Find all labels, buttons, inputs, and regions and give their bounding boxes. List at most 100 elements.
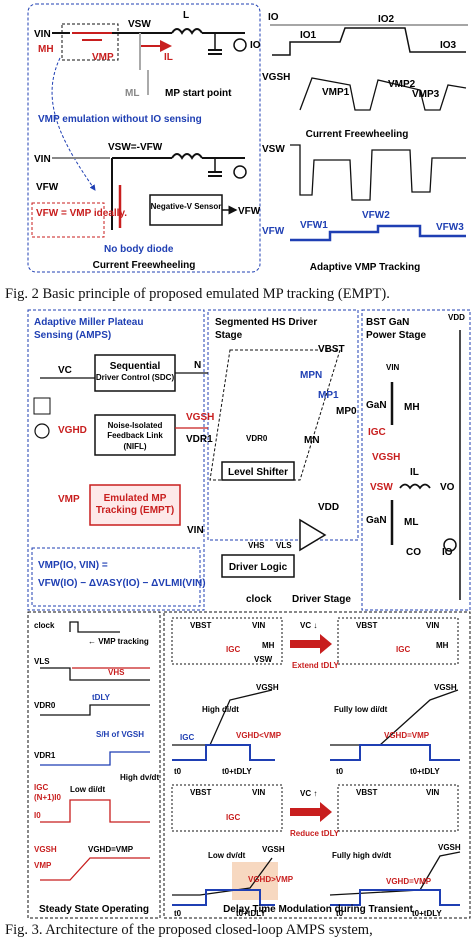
bst-title-1: BST GaN (366, 317, 409, 328)
ml-label-3: ML (404, 517, 418, 528)
n-label: N (194, 360, 201, 371)
tr-vbst-4: VBST (356, 788, 377, 797)
io-label-3: IO (442, 547, 453, 558)
transient-title: Delay Time Modulation during Transient (223, 904, 414, 915)
equation-line-1: VMP(IO, VIN) = (38, 560, 108, 571)
driver-logic-label: Driver Logic (229, 562, 288, 573)
emulation-note: VMP emulation without IO sensing (38, 114, 202, 125)
arrow-right-icon-2 (290, 802, 332, 822)
tr-vghd-gt: VGHD>VMP (248, 875, 294, 884)
summer-icon (34, 423, 50, 439)
tr-high-didt: High di/dt (202, 705, 239, 714)
vfw-label: VFW (36, 182, 59, 193)
tr-igc-3: IGC (180, 733, 194, 742)
vin-label-3: VIN (187, 525, 204, 536)
t-vdr1-label: VDR1 (34, 751, 56, 760)
transient-frame (163, 611, 471, 919)
t-vhs-label: VHS (108, 668, 125, 677)
buffer-icon (299, 518, 327, 552)
tr-vc-up: VC ↑ (300, 789, 317, 798)
vsw-label-3: VSW (370, 482, 393, 493)
driver-stage-label: Driver Stage (292, 594, 351, 605)
empt-block (89, 484, 181, 526)
vfw2-label: VFW2 (362, 210, 390, 221)
segmented-driver (209, 349, 341, 481)
timing-title: Steady State Operating (39, 904, 149, 915)
tr-t0dly-2: t0+tDLY (410, 767, 440, 776)
tr-t0dly-1: t0+tDLY (222, 767, 252, 776)
driver-box-1 (171, 617, 283, 665)
tr-vghd-eq-1: VGHD=VMP (384, 731, 430, 740)
igc-label: IGC (368, 427, 386, 438)
t-low-label: Low di/dt (70, 785, 105, 794)
vls-label: VLS (276, 541, 292, 550)
negative-v-sensor-box (149, 194, 223, 226)
transient-lower: VBST VIN IGC VC ↑ Reduce tDLY VBST VIN L… (171, 784, 461, 918)
empt-label-1: Emulated MP (104, 493, 167, 504)
tr-igc-2: IGC (396, 645, 410, 654)
sdc-block (94, 354, 176, 392)
fig2-caption: Fig. 2 Basic principle of proposed emula… (5, 286, 390, 302)
fig2: VIN MH VMP VSW L IL IO ML MP start point… (5, 3, 468, 302)
vmp3-label: VMP3 (412, 89, 440, 100)
transient-upper: VBST VIN IGC MH VSW VC ↓ Extend tDLY VBS… (171, 617, 460, 776)
tr-reduce: Reduce tDLY (290, 829, 340, 838)
vdr0-label: VDR0 (246, 434, 268, 443)
vfw1-label: VFW1 (300, 220, 328, 231)
nifl-label-3: (NIFL) (123, 442, 146, 451)
tr-vbst-2: VBST (356, 621, 377, 630)
tr-low-dvdt: Low dv/dt (208, 851, 246, 860)
vgsh-label-3: VGSH (186, 412, 214, 423)
vsw-eq-label: VSW=-VFW (108, 142, 163, 153)
tr-t0-3: t0 (174, 909, 182, 918)
tr-mh-2: MH (436, 641, 449, 650)
level-shifter-block (221, 461, 295, 481)
tr-vin-4: VIN (426, 788, 440, 797)
arrow-right-icon (290, 634, 332, 654)
tr-vin-3: VIN (252, 788, 266, 797)
vin-label: VIN (34, 29, 51, 40)
mh-label: MH (38, 44, 54, 55)
hs-title-2: Stage (215, 330, 243, 341)
empt-label-2: Tracking (EMPT) (96, 505, 174, 516)
ideal-label: VFW = VMP ideally. (36, 208, 127, 219)
bst-frame (361, 309, 471, 611)
t-sh-label: S/H of VGSH (96, 730, 144, 739)
tr-vbst-1: VBST (190, 621, 211, 630)
vmp-label: VMP (92, 52, 114, 63)
equation-line-2: VFW(IO) − ΔVASY(IO) − ΔVLMI(VIN) (38, 578, 206, 589)
sensor-label: Negative-V Sensor (151, 202, 222, 211)
fig2-waveforms-top: IO IO1 IO2 IO3 VGSH VMP1 VMP2 VMP3 Curre… (262, 12, 468, 140)
start-point-label: MP start point (165, 88, 232, 99)
vhs-label: VHS (248, 541, 265, 550)
fig2-wave-title-bottom: Adaptive VMP Tracking (310, 262, 420, 273)
t-vls-label: VLS (34, 657, 50, 666)
t-igc-label: IGC (34, 783, 48, 792)
tr-t0dly-4: t0+tDLY (412, 909, 442, 918)
sdc-label-1: Sequential (110, 361, 161, 372)
gan1-label: GaN (366, 400, 387, 411)
co-label: CO (406, 547, 421, 558)
vfw3-label: VFW3 (436, 222, 464, 233)
t-vghd-eq-label: VGHD=VMP (88, 845, 134, 854)
driver-logic-block (221, 554, 295, 578)
tr-vghd-eq-2: VGHD=VMP (386, 877, 432, 886)
amps-title-1: Adaptive Miller Plateau (34, 317, 143, 328)
t-clock-label: clock (34, 621, 55, 630)
vfw-out-label: VFW (238, 206, 261, 217)
tr-extend: Extend tDLY (292, 661, 339, 670)
vmp-label-3: VMP (58, 494, 80, 505)
t-n1-label: (N+1)I0 (34, 793, 61, 802)
il-label-3: IL (410, 467, 419, 478)
nifl-block (94, 414, 176, 456)
vsw-label: VSW (128, 19, 151, 30)
t-i0-label: I0 (34, 811, 41, 820)
tr-vgsh-4: VGSH (438, 843, 461, 852)
vfw-wave-label: VFW (262, 226, 285, 237)
vgsh-label: VGSH (262, 72, 290, 83)
timing-diagram: clock ← VMP tracking VLS VHS VDR0 tDLY S… (34, 621, 159, 915)
tr-t0-4: t0 (336, 909, 344, 918)
vdd2-label: VDD (318, 502, 339, 513)
tr-mh-1: MH (262, 641, 275, 650)
fig2-wave-title-top: Current Freewheeling (306, 129, 409, 140)
